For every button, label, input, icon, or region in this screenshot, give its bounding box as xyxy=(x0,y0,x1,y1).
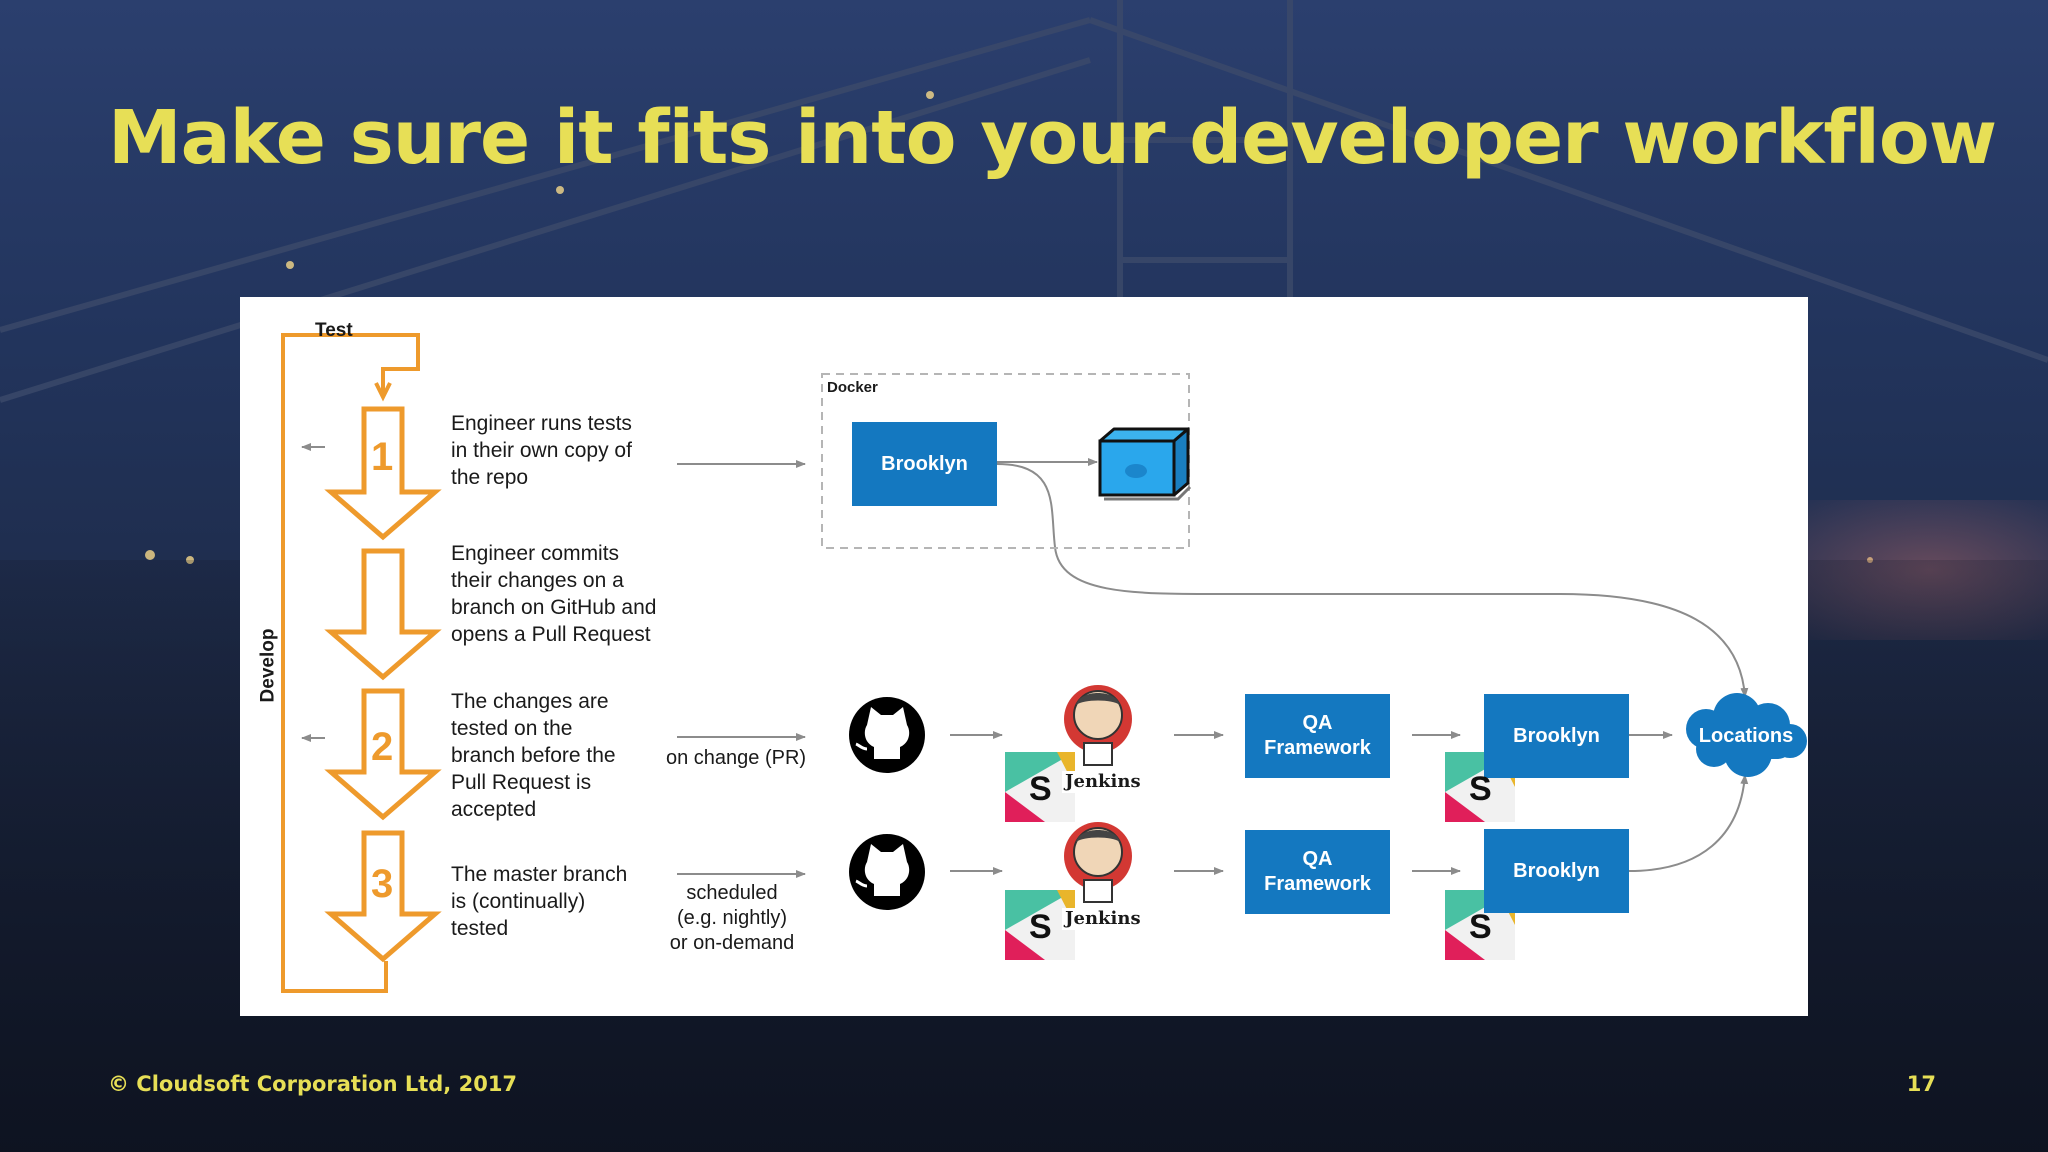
jenkins-icon xyxy=(1064,822,1132,903)
qa-framework-box-2: QA Framework xyxy=(1245,830,1390,914)
slack-icon xyxy=(1005,890,1075,960)
docker-to-locations-curve xyxy=(996,463,1749,698)
step-1-number: 1 xyxy=(371,435,394,479)
docker-container-icon xyxy=(1098,427,1192,501)
step-commit-arrow xyxy=(324,548,442,681)
workflow-diagram: Test Develop Docker 1 2 3 Engineer runs … xyxy=(240,297,1808,1016)
slide-title: Make sure it fits into your developer wo… xyxy=(108,95,1997,181)
trigger-scheduled-label: scheduled (e.g. nightly) or on-demand xyxy=(669,882,795,954)
develop-test-loop xyxy=(281,333,420,993)
jenkins-label: Jenkins xyxy=(1062,771,1144,793)
docker-label: Docker xyxy=(827,379,878,396)
locations-label: Locations xyxy=(1698,725,1794,747)
step-3-arrow xyxy=(324,830,442,963)
jenkins-label: Jenkins xyxy=(1062,908,1144,930)
github-icon xyxy=(849,697,925,773)
step-2-number: 2 xyxy=(371,725,394,769)
cloud-icon xyxy=(1686,693,1807,777)
step-2-text: The changes are tested on the branch bef… xyxy=(451,690,616,821)
copyright-footer: © Cloudsoft Corporation Ltd, 2017 xyxy=(108,1072,518,1096)
step-2-arrow xyxy=(324,688,442,821)
slack-letter: S xyxy=(1469,908,1492,946)
step-commit-text: Engineer commits their changes on a bran… xyxy=(451,542,657,646)
qa-framework-box-1: QA Framework xyxy=(1245,694,1390,778)
brooklyn-box-docker: Brooklyn xyxy=(852,422,997,506)
slack-letter: S xyxy=(1029,770,1052,808)
github-icon xyxy=(849,834,925,910)
trigger-pr-label: on change (PR) xyxy=(666,747,807,769)
develop-label: Develop xyxy=(257,628,279,703)
slack-letter: S xyxy=(1469,770,1492,808)
step-1-arrow xyxy=(324,406,442,541)
page-number: 17 xyxy=(1906,1072,1936,1096)
step-3-text: The master branch is (continually) teste… xyxy=(451,863,628,940)
step-1-text: Engineer runs tests in their own copy of… xyxy=(451,412,632,489)
slack-letter: S xyxy=(1029,908,1052,946)
brooklyn-to-locations-curve xyxy=(1628,774,1749,872)
step-3-number: 3 xyxy=(371,862,394,906)
test-label: Test xyxy=(315,320,353,341)
jenkins-icon xyxy=(1064,685,1132,766)
brooklyn-box-pr: Brooklyn xyxy=(1484,694,1629,778)
brooklyn-box-scheduled: Brooklyn xyxy=(1484,829,1629,913)
